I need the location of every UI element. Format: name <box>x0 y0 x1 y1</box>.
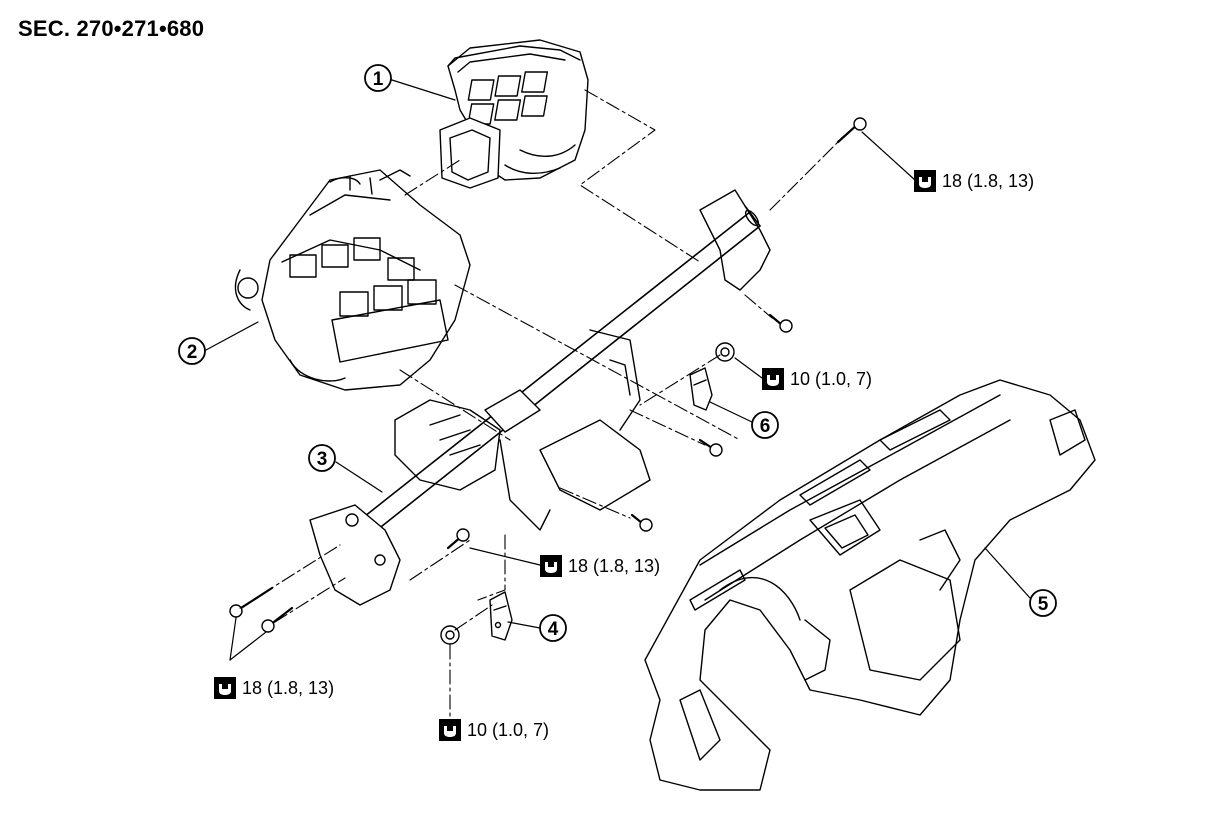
svg-text:1: 1 <box>373 69 384 90</box>
torque-value: 18 (1.8, 13) <box>568 555 661 576</box>
fasteners <box>229 117 867 645</box>
torque-spec-4: 18 (1.8, 13) <box>214 677 334 699</box>
bolt-center-left <box>446 528 470 550</box>
torque-wrench-icon <box>762 368 784 390</box>
blower-unit <box>439 39 589 189</box>
callout-4: 4 <box>539 614 567 642</box>
bracket-6 <box>689 367 713 411</box>
instrument-panel <box>644 379 1096 791</box>
torque-wrench-icon <box>540 555 562 577</box>
callout-3: 3 <box>308 444 336 472</box>
torque-spec-2: 10 (1.0, 7) <box>762 368 872 390</box>
torque-spec-1: 18 (1.8, 13) <box>914 170 1034 192</box>
section-title: SEC. 270•271•680 <box>18 16 205 41</box>
bolt-top-right <box>836 117 867 144</box>
heater-cooling-unit <box>234 169 471 391</box>
torque-value: 10 (1.0, 7) <box>790 368 873 389</box>
svg-text:2: 2 <box>187 342 198 363</box>
torque-wrench-icon <box>439 719 461 741</box>
torque-wrench-icon <box>214 677 236 699</box>
svg-text:6: 6 <box>760 416 771 437</box>
steering-member <box>309 189 771 606</box>
bolt-left-2 <box>261 606 294 633</box>
callout-2: 2 <box>178 337 206 365</box>
bolt-mid <box>768 313 793 333</box>
nut-bottom <box>440 625 460 645</box>
callout-1: 1 <box>364 64 392 92</box>
svg-text:4: 4 <box>548 619 559 640</box>
bracket-4 <box>489 591 513 641</box>
leader-lines <box>205 79 1031 661</box>
torque-spec-3: 18 (1.8, 13) <box>540 555 660 577</box>
assembly-lines <box>239 89 841 721</box>
callout-6: 6 <box>751 411 779 439</box>
nut-top <box>715 342 735 362</box>
torque-spec-5: 10 (1.0, 7) <box>439 719 549 741</box>
bolt-center <box>698 438 723 457</box>
torque-value: 10 (1.0, 7) <box>467 719 550 740</box>
torque-value: 18 (1.8, 13) <box>242 677 335 698</box>
callout-5: 5 <box>1029 589 1057 617</box>
svg-text:3: 3 <box>317 449 328 470</box>
bolt-lower-mid <box>630 513 653 532</box>
torque-value: 18 (1.8, 13) <box>942 170 1035 191</box>
torque-wrench-icon <box>914 170 936 192</box>
svg-text:5: 5 <box>1038 594 1049 615</box>
